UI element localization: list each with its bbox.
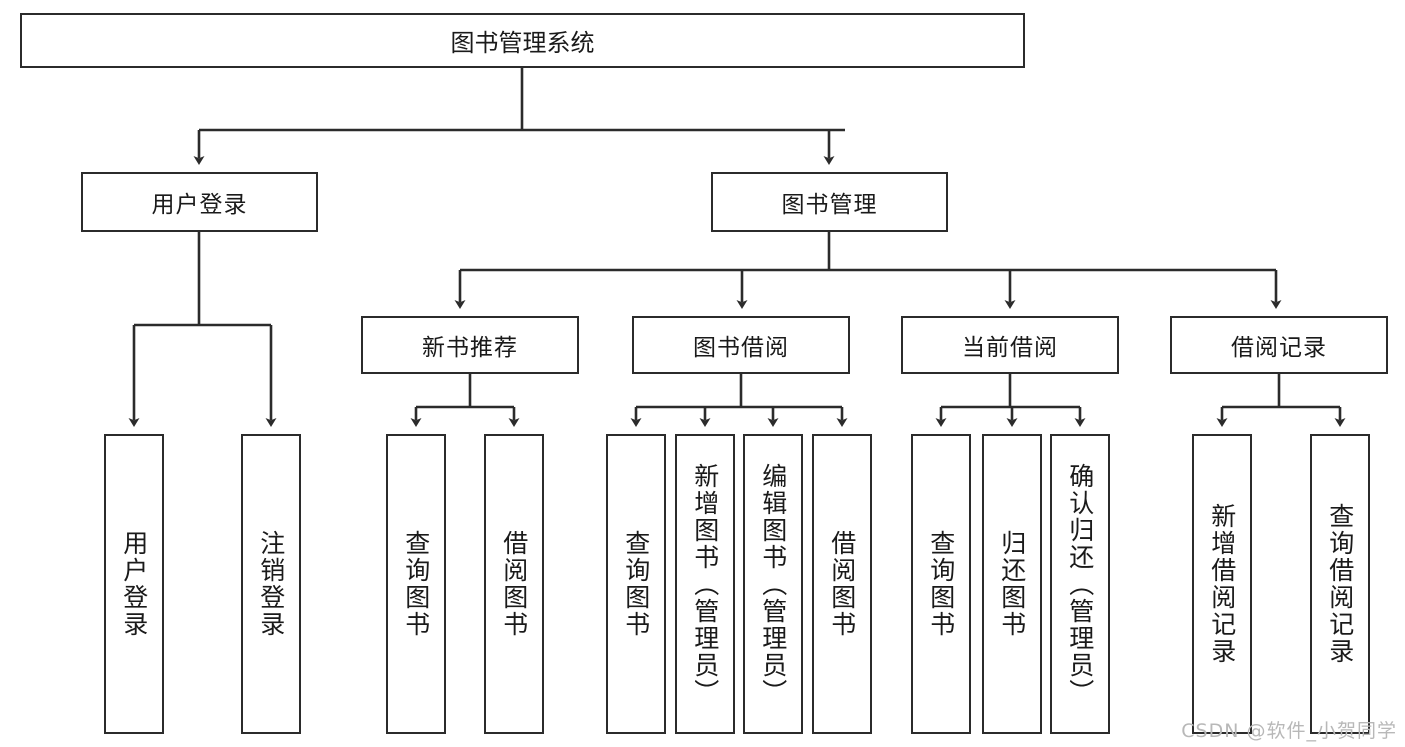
node-leaf-logout-login-label: 注销登录 [256, 530, 286, 638]
node-leaf-user-login-label: 用户登录 [119, 530, 149, 638]
node-book-management[interactable]: 图书管理 [711, 172, 948, 232]
node-leaf-query-record[interactable]: 查询借阅记录 [1310, 434, 1370, 734]
node-borrow-record-label: 借阅记录 [1231, 335, 1327, 361]
node-user-login-label: 用户登录 [151, 192, 248, 218]
node-leaf-user-login[interactable]: 用户登录 [104, 434, 164, 734]
node-current-borrow[interactable]: 当前借阅 [901, 316, 1119, 374]
node-leaf-query-book-3[interactable]: 查询图书 [911, 434, 971, 734]
node-leaf-edit-book-label: 编辑图书（管理员） [758, 462, 788, 706]
node-leaf-query-book-1[interactable]: 查询图书 [386, 434, 446, 734]
node-book-borrow[interactable]: 图书借阅 [632, 316, 850, 374]
node-leaf-query-book-3-label: 查询图书 [926, 530, 956, 638]
node-leaf-confirm-return-label: 确认归还（管理员） [1065, 462, 1095, 706]
node-leaf-borrow-book-1-label: 借阅图书 [499, 530, 529, 638]
node-leaf-confirm-return[interactable]: 确认归还（管理员） [1050, 434, 1110, 734]
node-leaf-borrow-book-1[interactable]: 借阅图书 [484, 434, 544, 734]
node-current-borrow-label: 当前借阅 [962, 335, 1058, 361]
node-leaf-add-record-label: 新增借阅记录 [1207, 503, 1237, 665]
node-leaf-add-book-label: 新增图书（管理员） [690, 462, 720, 706]
node-leaf-return-book[interactable]: 归还图书 [982, 434, 1042, 734]
node-leaf-add-record[interactable]: 新增借阅记录 [1192, 434, 1252, 734]
node-root-label: 图书管理系统 [450, 29, 595, 57]
node-book-borrow-label: 图书借阅 [693, 335, 789, 361]
node-user-login[interactable]: 用户登录 [81, 172, 318, 232]
node-leaf-return-book-label: 归还图书 [997, 530, 1027, 638]
node-leaf-borrow-book-2[interactable]: 借阅图书 [812, 434, 872, 734]
node-leaf-borrow-book-2-label: 借阅图书 [827, 530, 857, 638]
node-borrow-record[interactable]: 借阅记录 [1170, 316, 1388, 374]
node-root[interactable]: 图书管理系统 [20, 13, 1025, 68]
node-leaf-logout-login[interactable]: 注销登录 [241, 434, 301, 734]
node-leaf-query-book-1-label: 查询图书 [401, 530, 431, 638]
node-leaf-query-record-label: 查询借阅记录 [1325, 503, 1355, 665]
node-leaf-edit-book[interactable]: 编辑图书（管理员） [743, 434, 803, 734]
node-book-management-label: 图书管理 [781, 192, 878, 218]
node-leaf-query-book-2[interactable]: 查询图书 [606, 434, 666, 734]
node-leaf-query-book-2-label: 查询图书 [621, 530, 651, 638]
node-new-book-recommend-label: 新书推荐 [422, 335, 518, 361]
node-new-book-recommend[interactable]: 新书推荐 [361, 316, 579, 374]
node-leaf-add-book[interactable]: 新增图书（管理员） [675, 434, 735, 734]
